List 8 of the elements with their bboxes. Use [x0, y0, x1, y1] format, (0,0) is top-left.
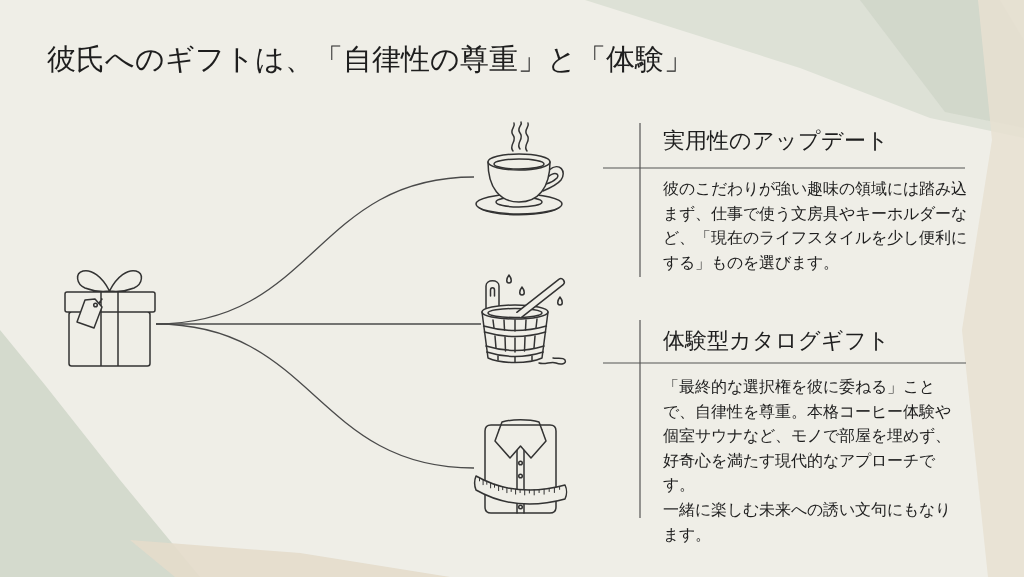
section-heading: 体験型カタログギフト — [663, 327, 890, 355]
section-heading: 実用性のアップデート — [663, 127, 889, 155]
paragraph: 一緒に楽しむ未来への誘い文句にもなります。 — [663, 499, 952, 546]
paragraph: 「最終的な選択権を彼に委ねる」ことで、自律性を尊重。本格コーヒー体験や個室サウナなど、モノで部屋を埋めず、好奇心を満たす現代的なアプローチです。 — [663, 377, 952, 497]
shirt-icon — [474, 419, 567, 514]
title: 彼氏へのギフトは、「自律性の尊重」と「体験」 — [47, 41, 693, 77]
wooden-bucket-icon — [481, 274, 567, 367]
paragraph: 彼のこだわりが強い趣味の領域には踏み込まず、仕事で使う文房具やキーホルダーなど、「現在のライフスタイルを少し便利にする」ものを選びます。 — [663, 179, 968, 274]
